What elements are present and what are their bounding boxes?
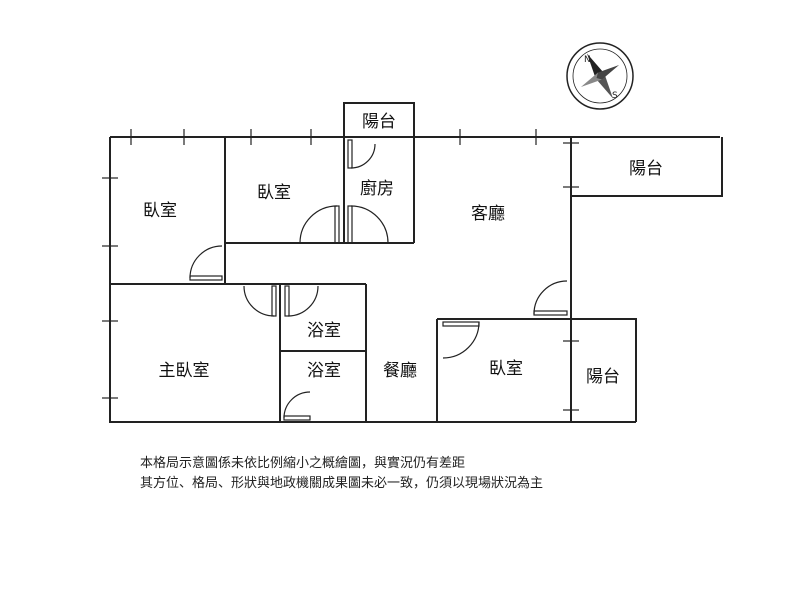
walls [109, 102, 723, 423]
label-bedroom-mid: 臥室 [257, 183, 291, 203]
label-balcony-top: 陽台 [362, 112, 396, 132]
label-bedroom-right: 臥室 [489, 359, 523, 379]
room-labels: 陽台 臥室 臥室 廚房 客廳 陽台 浴室 浴室 主臥室 餐廳 臥室 陽台 [143, 112, 663, 387]
compass-south: S [612, 91, 618, 101]
compass-north: N [584, 55, 591, 65]
label-living-room: 客廳 [471, 204, 505, 224]
label-bathroom-1: 浴室 [307, 321, 341, 341]
label-kitchen: 廚房 [360, 178, 394, 199]
label-dining-room: 餐廳 [383, 361, 417, 381]
label-balcony-right-bottom: 陽台 [586, 367, 620, 387]
compass-icon: N S [566, 42, 634, 110]
label-master-bedroom: 主臥室 [159, 361, 210, 381]
disclaimer-line-2: 其方位、格局、形狀與地政機關成果圖未必一致，仍須以現場狀況為主 [140, 476, 544, 491]
disclaimer-line-1: 本格局示意圖係未依比例縮小之概繪圖，與實況仍有差距 [140, 456, 466, 471]
windows [102, 129, 579, 411]
label-balcony-right-top: 陽台 [629, 159, 663, 179]
label-bathroom-2: 浴室 [307, 361, 341, 381]
doors [189, 139, 568, 421]
label-bedroom-left: 臥室 [143, 201, 177, 221]
